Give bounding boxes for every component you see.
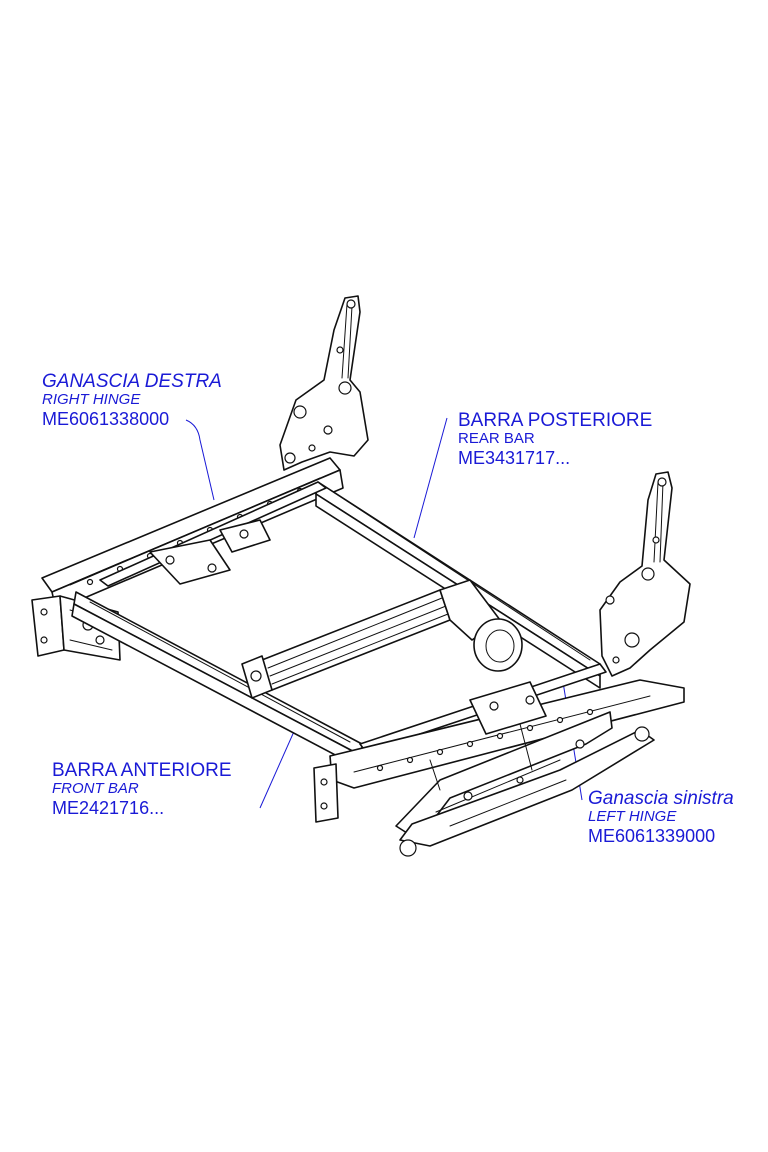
rear-bar-label-it: BARRA POSTERIORE (458, 410, 653, 431)
left-hinge-label: Ganascia sinistra LEFT HINGE ME606133900… (588, 788, 734, 846)
front-bar-label-en: FRONT BAR (52, 780, 139, 798)
left-hinge-label-it: Ganascia sinistra (588, 788, 734, 809)
rear-bar-part-number: ME3431717... (458, 448, 571, 469)
rear-bar-label: BARRA POSTERIORE REAR BAR ME3431717... (458, 410, 652, 468)
left-hinge-part-number: ME6061339000 (588, 826, 716, 847)
front-bar-label: BARRA ANTERIORE FRONT BAR ME2421716... (52, 760, 232, 818)
leader-rear-bar (413, 417, 448, 539)
leader-front-bar (259, 726, 297, 809)
front-bar (71, 591, 363, 769)
right-hinge-rail (41, 457, 344, 611)
right-hinge-arm (279, 295, 369, 471)
right-hinge-label: GANASCIA DESTRA RIGHT HINGE ME6061338000 (42, 371, 222, 429)
right-hinge-label-en: RIGHT HINGE (42, 391, 141, 409)
front-bar-label-it: BARRA ANTERIORE (52, 760, 232, 781)
left-hinge-label-en: LEFT HINGE (588, 808, 677, 826)
right-hinge-label-it: GANASCIA DESTRA (42, 371, 222, 392)
rear-bar-label-en: REAR BAR (458, 430, 535, 448)
front-bar-part-number: ME2421716... (52, 798, 165, 819)
right-hinge-part-number: ME6061338000 (42, 409, 170, 430)
left-hinge-arm (599, 471, 691, 677)
internal-linkages (149, 519, 547, 735)
linear-actuator (241, 579, 523, 699)
footrest-linkage (395, 711, 655, 857)
front-right-bracket (313, 763, 339, 823)
leader-right-hinge (185, 419, 215, 501)
